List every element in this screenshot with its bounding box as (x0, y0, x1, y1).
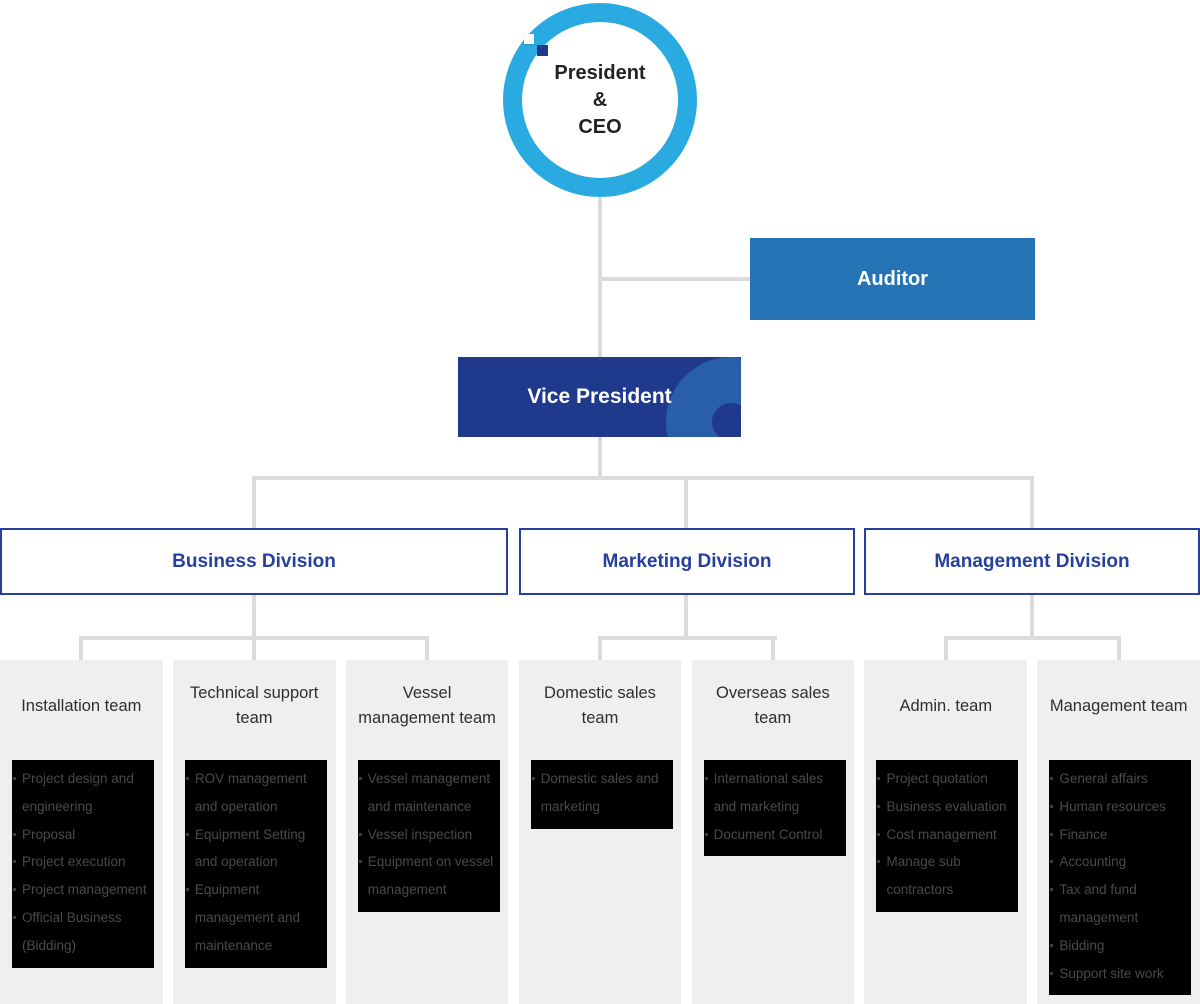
team-duty-item: Business evaluation (877, 793, 1012, 821)
connector-drop-overseas (771, 636, 775, 660)
division-management-label: Management Division (934, 550, 1130, 572)
division-business-label: Business Division (172, 550, 336, 572)
connector-to-auditor (600, 277, 750, 281)
vice-president-node: Vice President (458, 357, 741, 437)
division-business: Business Division (0, 528, 508, 595)
connector-drop-domestic (598, 636, 602, 660)
team-overseas-sales: Overseas sales team International sales … (691, 660, 855, 1004)
connector-marketing-trunk (684, 595, 688, 638)
division-marketing: Marketing Division (519, 528, 855, 595)
auditor-node: Auditor (750, 238, 1035, 320)
team-duty-item: Cost management (877, 821, 1012, 849)
connector-drop-marketing (684, 476, 688, 528)
connector-drop-management-team (1117, 636, 1121, 660)
team-duties: Domestic sales and marketing (530, 760, 673, 829)
team-title: Installation team (21, 696, 142, 715)
team-title: Overseas sales team (716, 684, 830, 727)
team-title: Domestic sales team (544, 684, 656, 727)
team-duty-item: Bidding (1050, 932, 1185, 960)
team-duty-item: Finance (1050, 821, 1185, 849)
auditor-label: Auditor (856, 267, 929, 290)
connector-vp-trunk (598, 437, 602, 478)
connector-drop-installation (79, 636, 83, 660)
team-duty-item: Equipment management and maintenance (185, 876, 321, 959)
decorative-square-white (524, 34, 534, 44)
connector-business-trunk (252, 595, 256, 660)
connector-divisions-bar (252, 476, 1034, 480)
decorative-arc (666, 357, 741, 437)
team-domestic-sales: Domestic sales team Domestic sales and m… (518, 660, 682, 1004)
team-duty-item: Accounting (1050, 848, 1185, 876)
team-duty-item: Project quotation (877, 765, 1012, 793)
vice-president-label: Vice President (527, 385, 672, 408)
team-vessel-management: Vessel management team Vessel management… (345, 660, 509, 1004)
team-duty-item: General affairs (1050, 765, 1185, 793)
division-management: Management Division (864, 528, 1200, 595)
team-duty-item: Vessel management and maintenance (358, 765, 494, 821)
teams-row: Installation team Project design and eng… (0, 660, 1200, 1004)
connector-management-trunk (1030, 595, 1034, 638)
team-duty-item: Tax and fund management (1050, 876, 1185, 932)
team-duty-item: International sales and marketing (704, 765, 840, 821)
connector-drop-management (1030, 476, 1034, 528)
team-duty-item: ROV management and operation (185, 765, 321, 821)
connector-business-bar (79, 636, 429, 640)
team-duty-item: Project execution (13, 848, 148, 876)
connector-marketing-bar (598, 636, 777, 640)
president-ceo-label: President & CEO (554, 61, 646, 138)
team-duty-item: Equipment Setting and operation (185, 821, 321, 877)
team-duty-item: Project design and engineering (13, 765, 148, 821)
team-duty-item: Equipment on vessel management (358, 848, 494, 904)
president-ceo-node: President & CEO (503, 3, 697, 197)
team-title: Management team (1049, 696, 1188, 715)
team-duty-item: Human resources (1050, 793, 1185, 821)
team-duties-wrap: Domestic sales and marketing (530, 760, 682, 829)
connector-drop-business (252, 476, 256, 528)
team-duty-item: Official Business (Bidding) (13, 904, 148, 960)
division-marketing-label: Marketing Division (602, 550, 772, 572)
team-duty-item: Project management (13, 876, 148, 904)
team-duty-item: Document Control (704, 821, 840, 849)
team-duty-item: Support site work (1050, 960, 1185, 988)
team-technical-support: Technical support team ROV management an… (172, 660, 336, 1004)
team-title: Admin. team (899, 696, 993, 715)
decorative-square-navy (537, 45, 548, 56)
team-duty-item: Manage sub contractors (877, 848, 1012, 904)
connector-management-bar (944, 636, 1121, 640)
connector-drop-admin (944, 636, 948, 660)
team-installation: Installation team Project design and eng… (0, 660, 163, 1004)
connector-drop-vessel (425, 636, 429, 660)
team-duty-item: Vessel inspection (358, 821, 494, 849)
team-title: Vessel management team (358, 684, 496, 727)
team-duty-item: Domestic sales and marketing (531, 765, 667, 821)
team-title: Technical support team (189, 684, 319, 727)
team-duty-item: Proposal (13, 821, 148, 849)
